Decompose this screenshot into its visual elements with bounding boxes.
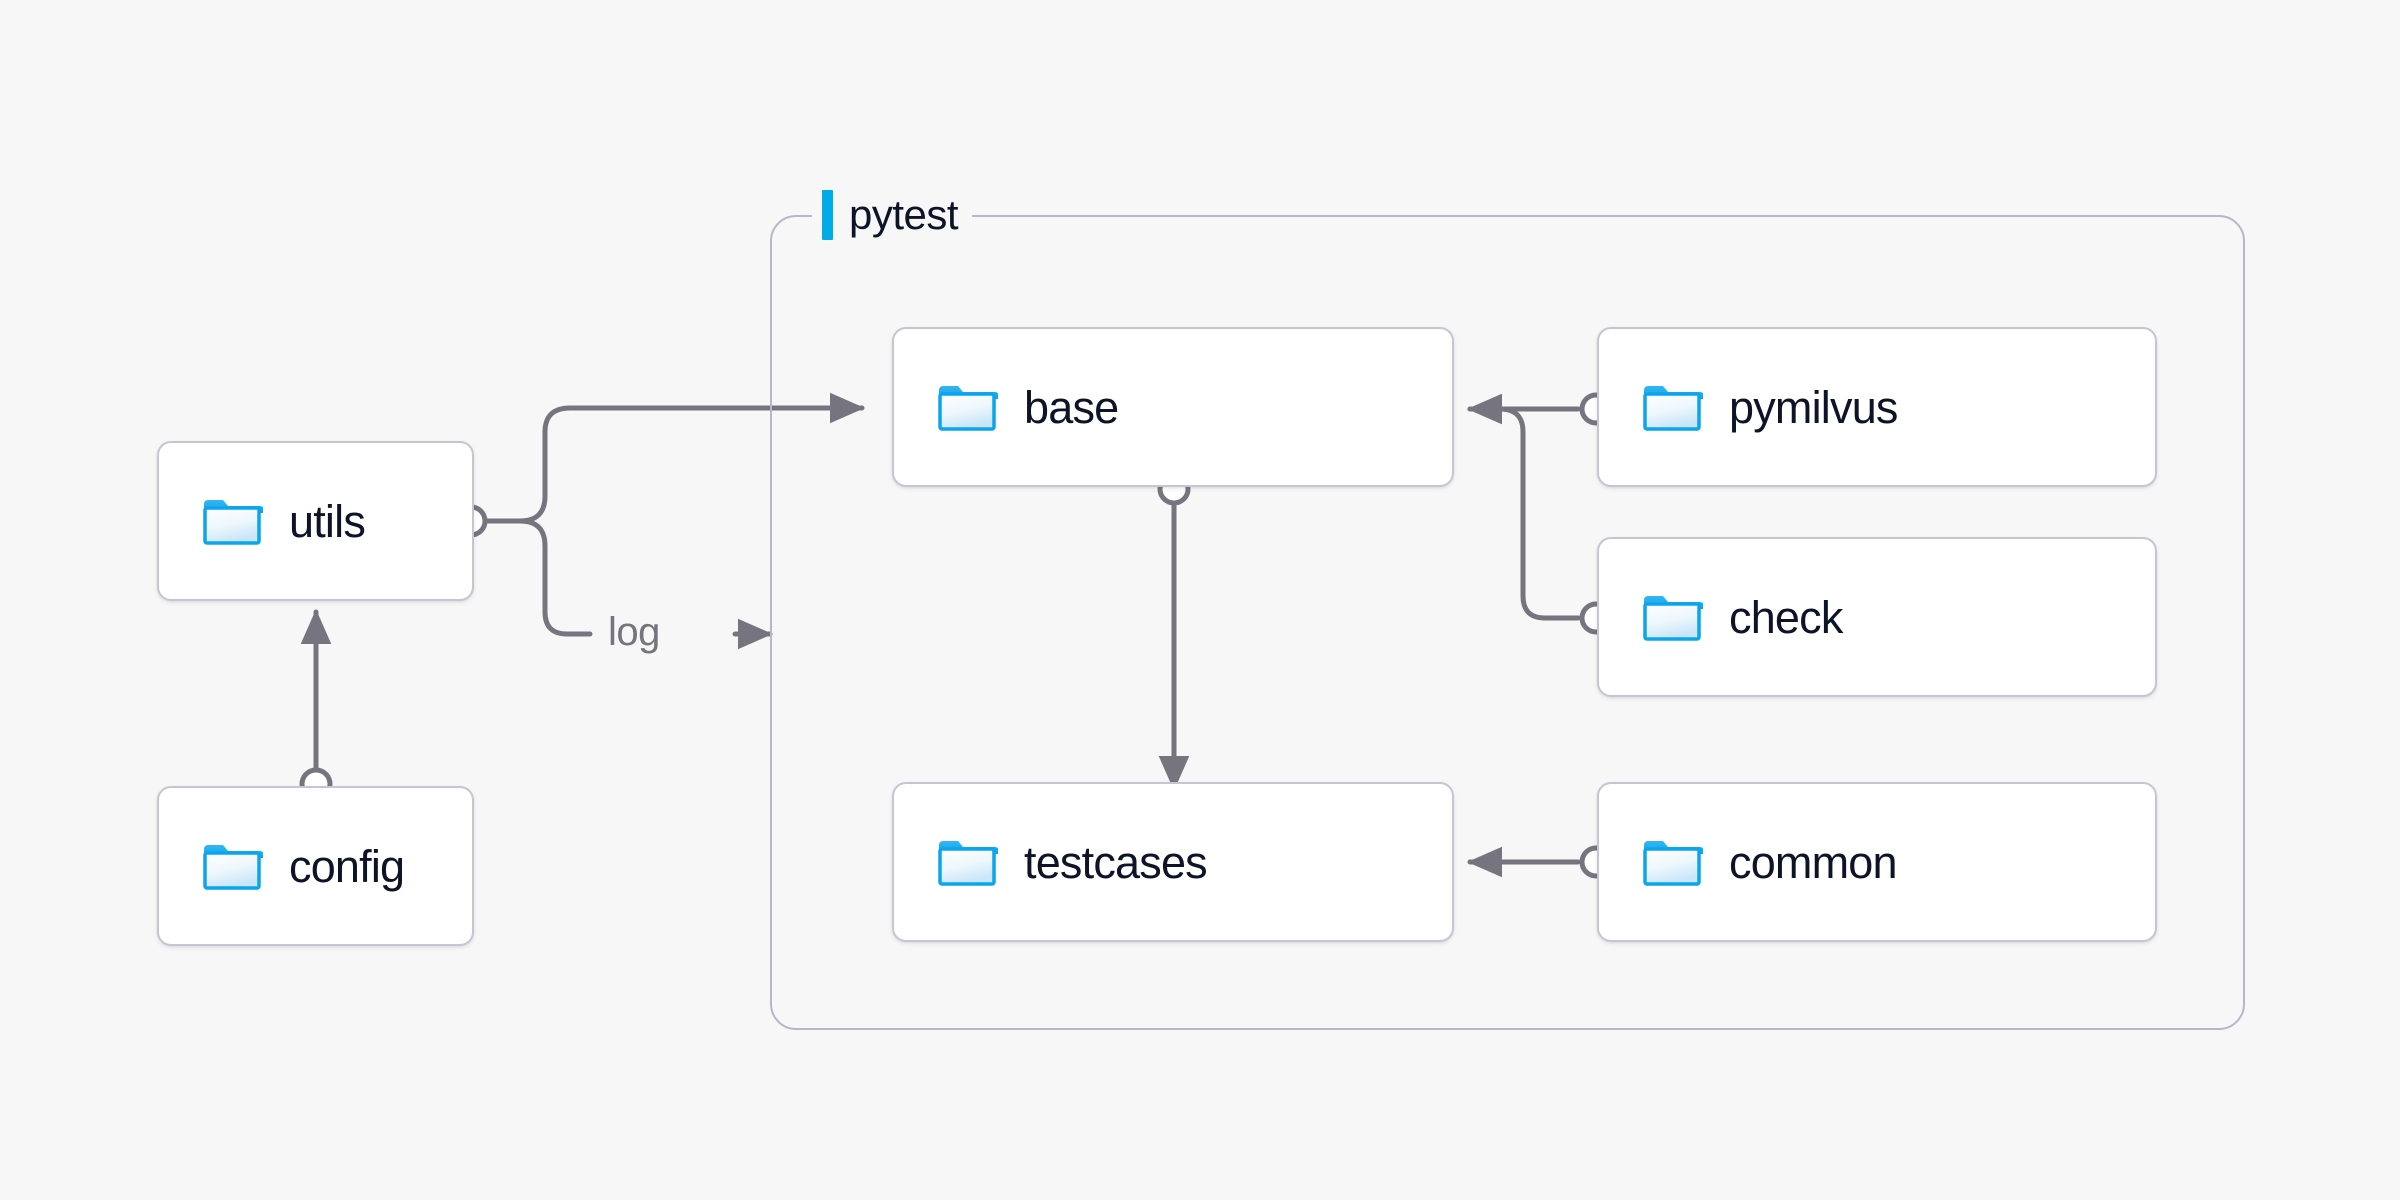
folder-icon: [938, 386, 998, 431]
node-base[interactable]: base: [892, 327, 1454, 487]
node-pymilvus[interactable]: pymilvus: [1597, 327, 2157, 487]
node-check[interactable]: check: [1597, 537, 2157, 697]
node-label: utils: [289, 495, 366, 547]
node-utils[interactable]: utils: [157, 441, 474, 601]
node-label: pymilvus: [1729, 381, 1898, 433]
node-label: common: [1729, 836, 1898, 888]
edge-utils-base: [484, 392, 865, 524]
edge-check-base: [1467, 393, 1581, 621]
group-title-text: pytest: [849, 191, 959, 238]
folder-icon: [1643, 841, 1703, 886]
node-label: config: [289, 840, 405, 892]
edge-label-log: log: [608, 610, 660, 654]
blue-accent-bar: [822, 190, 833, 240]
node-testcases[interactable]: testcases: [892, 782, 1454, 942]
node-label: check: [1729, 591, 1843, 643]
node-label: base: [1024, 381, 1119, 433]
group-pytest[interactable]: [770, 215, 2245, 1030]
folder-icon: [203, 845, 263, 890]
folder-icon: [1643, 386, 1703, 431]
folder-icon: [938, 841, 998, 886]
node-config[interactable]: config: [157, 786, 474, 946]
node-label: testcases: [1024, 836, 1208, 888]
group-pytest-label: pytest: [812, 186, 973, 244]
node-common[interactable]: common: [1597, 782, 2157, 942]
folder-icon: [1643, 596, 1703, 641]
folder-icon: [203, 500, 263, 545]
edge-utils-log: [484, 518, 593, 637]
